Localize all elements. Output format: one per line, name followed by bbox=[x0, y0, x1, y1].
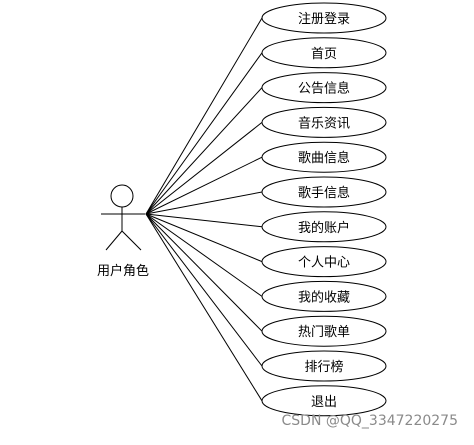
use-case-ellipse bbox=[261, 385, 387, 417]
association-line bbox=[145, 122, 263, 215]
use-case-ellipse bbox=[261, 280, 387, 312]
association-line bbox=[145, 17, 263, 215]
use-case-label: 公告信息 bbox=[298, 81, 350, 97]
association-line bbox=[145, 156, 263, 215]
actor-left-leg bbox=[105, 230, 123, 251]
use-case-ellipse bbox=[261, 350, 387, 382]
association-line bbox=[145, 213, 263, 228]
use-case: 个人中心 bbox=[261, 246, 387, 278]
use-case: 公告信息 bbox=[261, 72, 387, 104]
use-case-ellipse bbox=[261, 315, 387, 347]
association-line bbox=[145, 213, 263, 367]
use-case-ellipse bbox=[261, 176, 387, 208]
use-case-ellipse bbox=[261, 72, 387, 104]
use-case: 注册登录 bbox=[261, 2, 387, 34]
actor-right-leg bbox=[121, 230, 142, 251]
use-case-label: 个人中心 bbox=[298, 256, 350, 271]
association-line bbox=[145, 213, 263, 263]
use-case-ellipse bbox=[261, 37, 387, 69]
use-case-ellipse bbox=[261, 106, 387, 138]
use-case-ellipse bbox=[261, 211, 387, 243]
use-case-label: 歌手信息 bbox=[298, 185, 350, 201]
use-case: 热门歌单 bbox=[261, 315, 387, 347]
use-case: 排行榜 bbox=[261, 350, 387, 382]
use-case: 音乐资讯 bbox=[261, 106, 387, 138]
use-case-label: 我的账户 bbox=[298, 220, 350, 236]
use-case-ellipse bbox=[261, 2, 387, 34]
actor-figure: 用户角色 bbox=[97, 184, 149, 279]
watermark-text: CSDN @QQ_3347220275 bbox=[282, 413, 458, 429]
association-line bbox=[145, 87, 263, 215]
use-case: 我的收藏 bbox=[261, 280, 387, 312]
actor-label: 用户角色 bbox=[97, 263, 149, 279]
use-case-label: 我的收藏 bbox=[298, 289, 350, 305]
association-line bbox=[145, 191, 263, 215]
use-case: 歌曲信息 bbox=[261, 141, 387, 173]
use-case-label: 音乐资讯 bbox=[298, 115, 350, 131]
use-case-label: 退出 bbox=[311, 395, 337, 410]
use-case: 首页 bbox=[261, 37, 387, 69]
use-case-label: 热门歌单 bbox=[298, 325, 350, 340]
use-case: 退出 bbox=[261, 385, 387, 417]
use-case-ellipse bbox=[261, 246, 387, 278]
use-case: 歌手信息 bbox=[261, 176, 387, 208]
association-lines bbox=[145, 17, 263, 402]
use-case-label: 首页 bbox=[311, 47, 337, 62]
association-line bbox=[145, 213, 263, 332]
use-case-ellipse bbox=[261, 141, 387, 173]
use-case-label: 歌曲信息 bbox=[298, 150, 350, 166]
association-line bbox=[145, 213, 263, 402]
association-line bbox=[145, 213, 263, 297]
use-case: 我的账户 bbox=[261, 211, 387, 243]
actor-head bbox=[110, 184, 134, 208]
use-case-label: 排行榜 bbox=[304, 359, 343, 375]
use-case-label: 注册登录 bbox=[298, 12, 350, 27]
use-case-list: 注册登录首页公告信息音乐资讯歌曲信息歌手信息我的账户个人中心我的收藏热门歌单排行… bbox=[261, 2, 387, 417]
association-line bbox=[145, 52, 263, 215]
